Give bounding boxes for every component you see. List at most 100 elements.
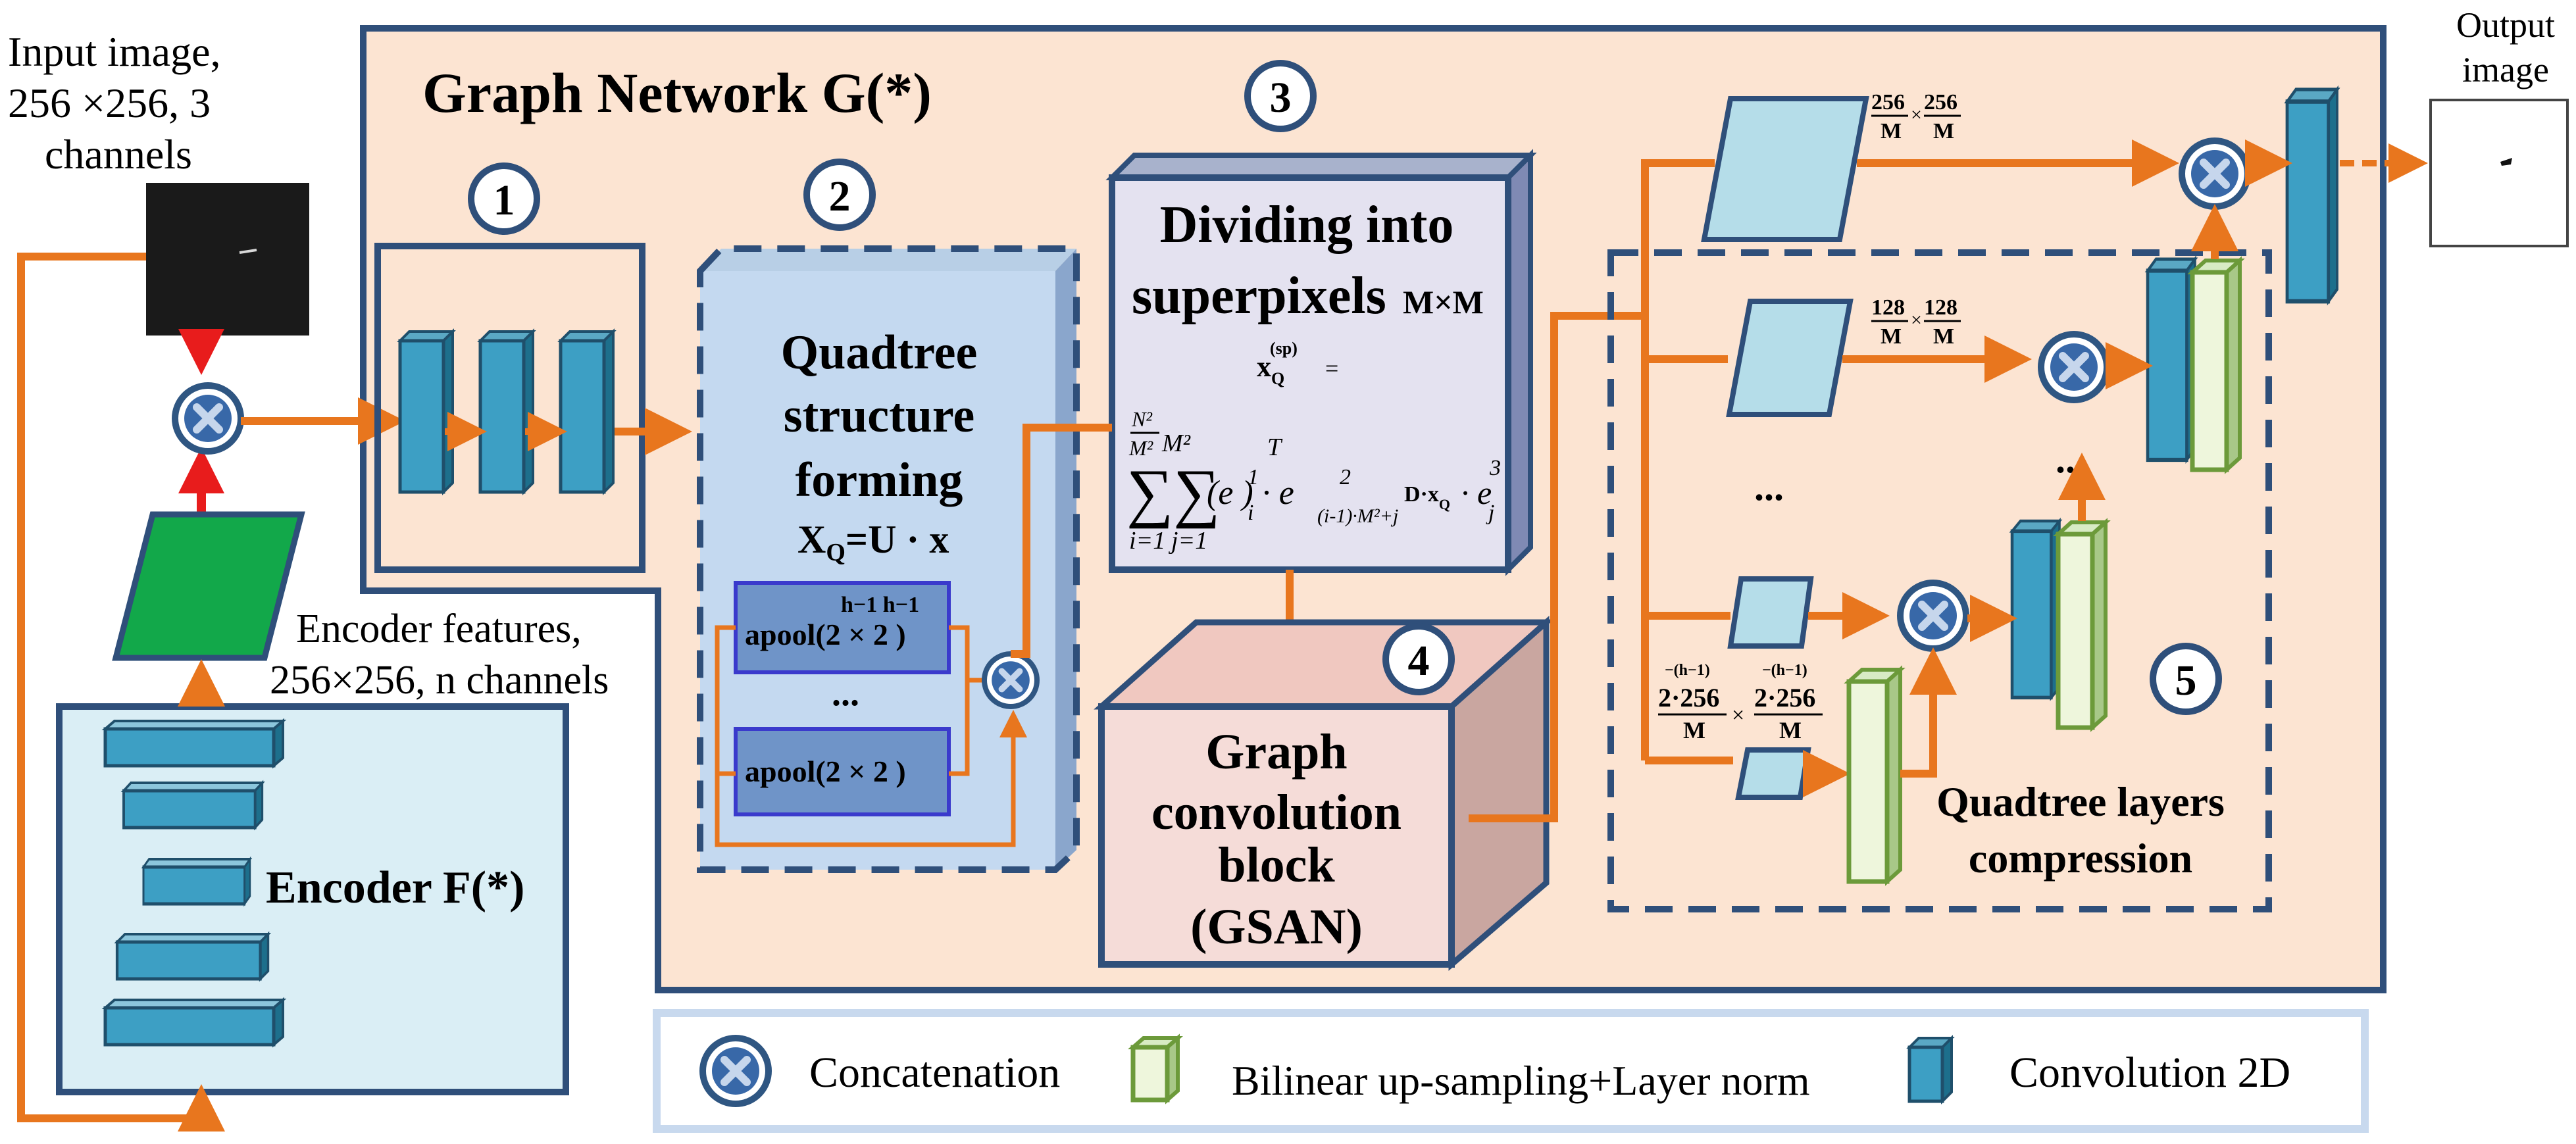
- svg-text:256: 256: [1871, 90, 1905, 114]
- compression-line1: Quadtree layers: [1936, 778, 2225, 825]
- compression-ellipsis-left: ...: [1754, 465, 1784, 509]
- sum-body: (e ) · e: [1207, 474, 1294, 512]
- step3-number: 3: [1270, 74, 1292, 122]
- graph-network-title: Graph Network G(*): [422, 61, 932, 124]
- svg-text:−(h−1): −(h−1): [1665, 662, 1710, 679]
- step5-number: 5: [2175, 657, 2197, 705]
- quadtree-formula-rest: =U · x: [846, 518, 949, 561]
- encoder-features-line1: Encoder features,: [296, 607, 582, 651]
- superpixel-line2: superpixels: [1132, 267, 1386, 325]
- step1-conv-block: 1: [374, 162, 692, 573]
- legend-concat-label: Concatenation: [809, 1049, 1060, 1097]
- pool-ellipsis: ...: [832, 673, 859, 714]
- quadtree-line2: structure: [784, 389, 974, 443]
- step2-number: 2: [829, 172, 851, 220]
- step5-compression-region: 5 Quadtree layers compression 256 M × 25…: [1607, 89, 2337, 912]
- encoder-features-plane: [112, 511, 305, 661]
- superpixel-line1: Dividing into: [1160, 196, 1454, 254]
- superpixel-x: x: [1257, 351, 1271, 383]
- gcn-line3: block: [1218, 837, 1335, 893]
- pool2-label: apool(2 × 2 ): [745, 755, 906, 788]
- input-label-line1: Input image,: [8, 28, 220, 75]
- sum-dx: D·x: [1404, 482, 1439, 507]
- pool1-label: apool(2 × 2 ): [745, 618, 906, 651]
- quadtree-line3: forming: [796, 453, 963, 507]
- sum-e2-sup: 2: [1340, 465, 1351, 489]
- concat-icon-low: [1900, 583, 1966, 649]
- pool1-superscript: h−1 h−1: [841, 593, 919, 617]
- svg-text:∑∑: ∑∑: [1126, 456, 1221, 529]
- input-concat-icon: [175, 385, 241, 451]
- superpixel-x-sub: Q: [1271, 369, 1284, 388]
- sum-transpose: T: [1267, 434, 1283, 461]
- input-label-line2: 256 ×256, 3: [8, 80, 211, 126]
- input-section: Input image, 256 ×256, 3 channels Encode…: [8, 28, 609, 703]
- svg-text:M: M: [1683, 717, 1705, 743]
- legend-upsample-icon: [1128, 1033, 1183, 1105]
- scale1-label: 256 M × 256 M: [1871, 90, 1961, 143]
- legend-concat-icon: [703, 1038, 769, 1104]
- quadtree-formula-x: X: [797, 518, 826, 561]
- svg-text:xQ: xQ: [1257, 351, 1284, 388]
- step1-number: 1: [493, 176, 515, 224]
- svg-text:128: 128: [1924, 295, 1957, 320]
- svg-text:2·256: 2·256: [1658, 683, 1719, 712]
- step4-gcn-block: 4 Graph convolution block (GSAN): [1094, 615, 1554, 971]
- gcn-line2: convolution: [1151, 785, 1402, 840]
- concat-icon-mid: [2041, 334, 2107, 400]
- compression-line2: compression: [1969, 835, 2192, 882]
- sum-e3-sub: j: [1486, 501, 1494, 525]
- svg-text:×: ×: [1732, 703, 1744, 728]
- sum-e1-sup: 1: [1248, 465, 1259, 489]
- legend: Concatenation Bilinear up-sampling+Layer…: [653, 1009, 2369, 1133]
- output-image: [2429, 99, 2569, 247]
- svg-text:×: ×: [1911, 104, 1922, 126]
- superpixel-eq: =: [1325, 355, 1338, 382]
- quadtree-line1: Quadtree: [781, 326, 978, 380]
- encoder-box: Encoder F(*): [56, 703, 569, 1095]
- svg-text:−(h−1): −(h−1): [1762, 662, 1807, 679]
- concat-icon-top: [2182, 141, 2248, 207]
- encoder-features-line2: 256×256, n channels: [270, 658, 609, 703]
- legend-conv-label: Convolution 2D: [2009, 1049, 2290, 1097]
- output-label-line1: Output: [2456, 5, 2555, 45]
- gcn-line1: Graph: [1205, 724, 1347, 780]
- svg-text:M: M: [1779, 717, 1802, 743]
- svg-text:M: M: [1881, 119, 1902, 143]
- output-section: Output image: [2429, 5, 2569, 247]
- svg-text:M: M: [1933, 119, 1954, 143]
- legend-conv-icon: [1906, 1035, 1955, 1105]
- input-label-line3: channels: [45, 131, 192, 178]
- encoder-title: Encoder F(*): [266, 862, 524, 913]
- sum-e1-sub: i: [1248, 501, 1253, 525]
- superpixel-x-sup: (sp): [1270, 339, 1298, 358]
- step2-quadtree-block: 2 Quadtree structure forming XQ=U · x h−…: [697, 159, 1105, 873]
- sum-top-m2a: M²: [1128, 436, 1154, 460]
- scale2-label: 128 M × 128 M: [1871, 295, 1961, 349]
- sum-e3: · e: [1461, 474, 1492, 511]
- sum-top-n2: N²: [1131, 407, 1153, 431]
- quadtree-concat-icon: [984, 654, 1037, 707]
- svg-text:XQ=U · x: XQ=U · x: [797, 518, 949, 566]
- superpixel-mm: M×M: [1403, 284, 1484, 320]
- scale3-label: −(h−1) 2·256 M × −(h−1) 2·256 M: [1658, 662, 1823, 743]
- svg-text:×: ×: [1911, 309, 1922, 331]
- gcn-line4: (GSAN): [1190, 899, 1363, 955]
- step3-superpixel-block: 3 Dividing into superpixels M×M xQ (sp) …: [1105, 60, 1537, 576]
- svg-text:M: M: [1881, 324, 1902, 349]
- svg-text:2·256: 2·256: [1754, 683, 1815, 712]
- svg-text:M: M: [1933, 324, 1954, 349]
- sum-bottom-j: j=1: [1168, 527, 1207, 555]
- svg-text:256: 256: [1924, 90, 1957, 114]
- sum-bottom-i: i=1: [1129, 527, 1165, 555]
- step4-number: 4: [1408, 637, 1430, 685]
- sum-e2-sub: (i-1)·M²+j: [1317, 505, 1398, 527]
- sum-e3-sup: 3: [1489, 456, 1501, 480]
- svg-text:D·xQ: D·xQ: [1404, 482, 1450, 512]
- svg-text:128: 128: [1871, 295, 1905, 320]
- quadtree-formula-sub: Q: [826, 539, 846, 566]
- sum-dx-sub: Q: [1439, 496, 1450, 512]
- output-label-line2: image: [2462, 50, 2549, 89]
- input-image: [146, 183, 309, 336]
